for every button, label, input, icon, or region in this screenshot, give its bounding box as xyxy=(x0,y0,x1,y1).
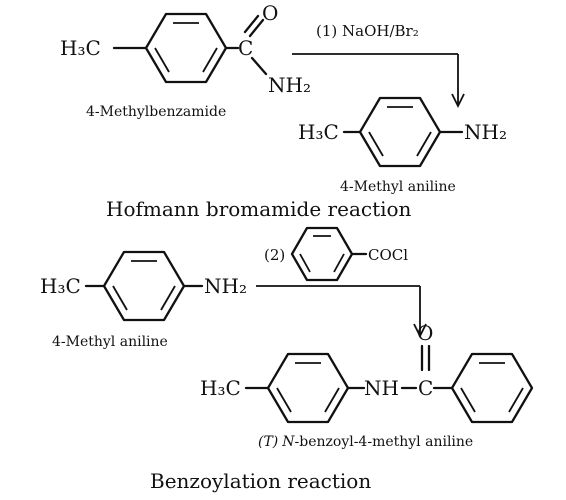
benzene-ring-product-phenyl xyxy=(450,352,534,424)
product2-methyl-label: H₃C xyxy=(200,376,241,400)
benzoylation-title: Benzoylation reaction xyxy=(150,469,371,493)
product2-nh-label: NH xyxy=(364,376,399,400)
methyl-group-label: H₃C xyxy=(60,36,101,60)
product-nh2-label: NH₂ xyxy=(464,120,507,144)
product-name-methylaniline: 4-Methyl aniline xyxy=(340,179,456,195)
product2-name-n: N xyxy=(281,434,295,450)
benzene-ring-methylbenzamide xyxy=(144,12,228,84)
reactant2-nh2-label: NH₂ xyxy=(204,274,247,298)
benzoylation-condition-number: (2) xyxy=(264,246,285,264)
product2-carbonyl-oxygen: O xyxy=(417,321,433,345)
reactant-name-methylbenzamide: 4-Methylbenzamide xyxy=(86,104,226,120)
amide-nh2-label: NH₂ xyxy=(268,73,311,97)
carbonyl-double-bond-1 xyxy=(248,18,265,38)
product2-name: (T)N-benzoyl-4-methyl aniline xyxy=(258,434,473,450)
hofmann-title: Hofmann bromamide reaction xyxy=(106,197,412,221)
amide-n-bond xyxy=(250,56,268,76)
carbonyl-double-bond-2 xyxy=(243,14,260,34)
benzene-ring-methylaniline-reactant xyxy=(102,250,186,322)
benzene-ring-product-tolyl xyxy=(266,352,350,424)
reactant2-name-methylaniline: 4-Methyl aniline xyxy=(52,334,168,350)
product2-name-rest: -benzoyl-4-methyl aniline xyxy=(295,434,474,450)
benzoyl-chloride-group: COCl xyxy=(368,246,408,264)
benzoylation-arrow-head xyxy=(413,323,427,339)
product2-carbonyl-carbon: C xyxy=(418,376,433,400)
hofmann-condition: (1) NaOH/Br₂ xyxy=(316,22,419,40)
carbonyl-carbon-label: C xyxy=(238,36,253,60)
reactant2-methyl-label: H₃C xyxy=(40,274,81,298)
benzene-ring-benzoyl-chloride xyxy=(290,226,354,282)
benzene-ring-methylaniline-product xyxy=(358,96,442,168)
product-methyl-label: H₃C xyxy=(298,120,339,144)
hofmann-arrow-head xyxy=(451,93,465,109)
product2-label-t: (T) xyxy=(258,434,278,450)
carbonyl-oxygen-label: O xyxy=(262,1,278,25)
